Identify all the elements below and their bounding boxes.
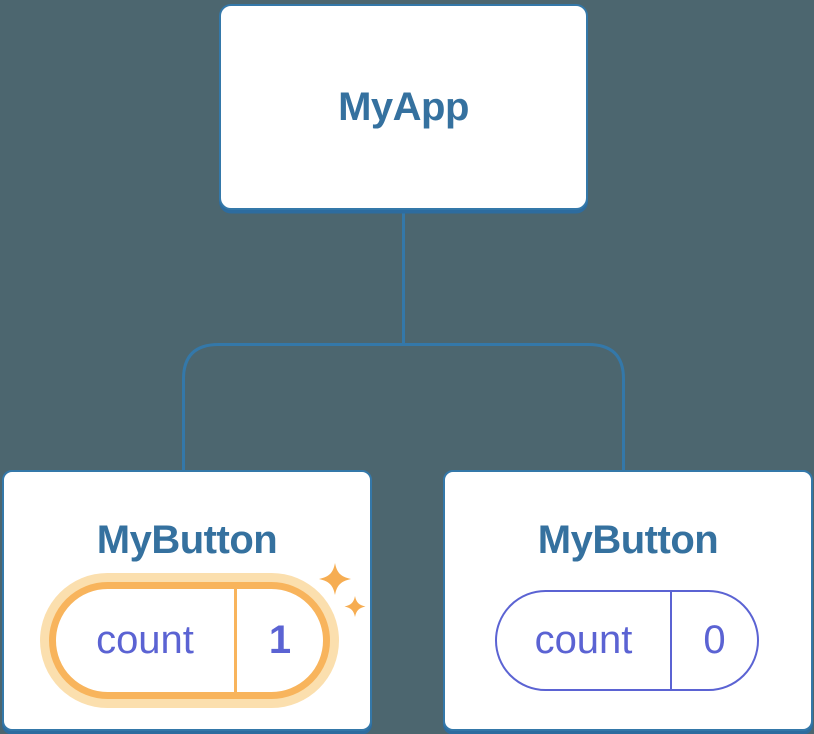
state-value-cell: 1 — [237, 589, 323, 692]
component-node-myapp: MyApp — [219, 4, 588, 210]
component-node-mybutton-left: MyButton count 1 — [2, 470, 372, 731]
state-name: count — [534, 618, 633, 662]
component-label: MyButton — [96, 518, 278, 562]
state-name-cell: count — [56, 589, 234, 692]
pill-divider — [670, 592, 672, 689]
component-label: MyButton — [537, 518, 719, 562]
component-node-mybutton-right: MyButton count 0 — [443, 470, 813, 731]
connector-bracket — [182, 343, 625, 471]
state-pill: count 0 — [495, 590, 759, 691]
state-pill-highlighted: count 1 — [49, 582, 330, 699]
component-label: MyApp — [338, 84, 469, 129]
pill-divider — [234, 589, 237, 692]
state-value: 1 — [268, 618, 292, 662]
state-value: 0 — [703, 618, 726, 662]
state-name-cell: count — [497, 592, 670, 689]
state-name: count — [96, 618, 194, 662]
sparkle-icon — [319, 563, 366, 617]
state-value-cell: 0 — [672, 592, 757, 689]
